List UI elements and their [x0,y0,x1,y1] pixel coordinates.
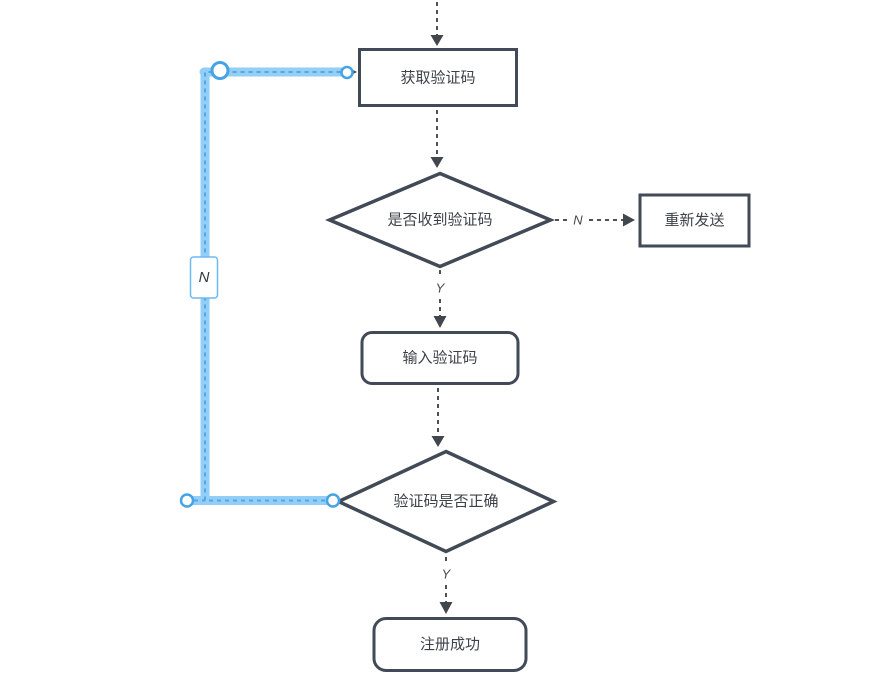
rectangle-shape [638,193,751,248]
rectangle-shape [358,48,518,107]
node-label: 注册成功 [420,636,480,653]
node-label: 重新发送 [664,212,724,229]
arrowhead-right-icon [623,213,635,227]
selection-dashed-line [204,71,350,502]
rounded-rectangle-shape [360,331,520,385]
edge-waypoint-handle[interactable] [210,61,230,80]
node-get-code[interactable]: 获取验证码 [358,48,518,107]
node-label: 是否收到验证码 [387,212,492,229]
edge-endpoint-handle[interactable] [340,65,354,80]
arrowhead-down-icon [430,35,444,46]
edge-label-y[interactable]: Y [442,567,452,582]
edge-label-n[interactable]: N [573,213,583,228]
node-resend[interactable]: 重新发送 [638,193,751,248]
arrowhead-down-icon [430,157,444,168]
arrowhead-down-icon [439,602,453,614]
edge-received-to-resend[interactable]: N [555,213,635,228]
selected-edge-label-box[interactable] [189,256,219,299]
node-correct[interactable]: 验证码是否正确 [334,449,558,554]
node-received[interactable]: 是否收到验证码 [324,171,556,269]
diamond-shape [324,171,556,269]
selected-edge-label-n[interactable]: N [199,269,210,286]
selected-edge-correct-to-get-code[interactable]: N [179,61,357,508]
edge-get-code-to-received[interactable] [430,110,444,168]
rounded-rectangle-shape [372,617,528,672]
edge-correct-to-success[interactable]: Y [439,557,453,614]
arrowhead-down-icon [431,436,445,447]
edge-waypoint-handle[interactable] [179,493,195,508]
node-label: 验证码是否正确 [393,493,498,510]
node-label: 获取验证码 [400,70,475,87]
node-success[interactable]: 注册成功 [372,617,528,672]
edge-received-to-enter-code[interactable]: Y [433,270,447,328]
edge-endpoint-handle[interactable] [325,493,341,508]
node-enter-code[interactable]: 输入验证码 [360,331,520,385]
edge-label-y[interactable]: Y [436,281,446,296]
arrowhead-down-icon [433,316,447,328]
edge-enter-code-to-correct[interactable] [431,388,445,447]
diamond-shape [334,449,558,554]
edge-top-in[interactable] [430,2,444,46]
node-label: 输入验证码 [402,350,477,367]
